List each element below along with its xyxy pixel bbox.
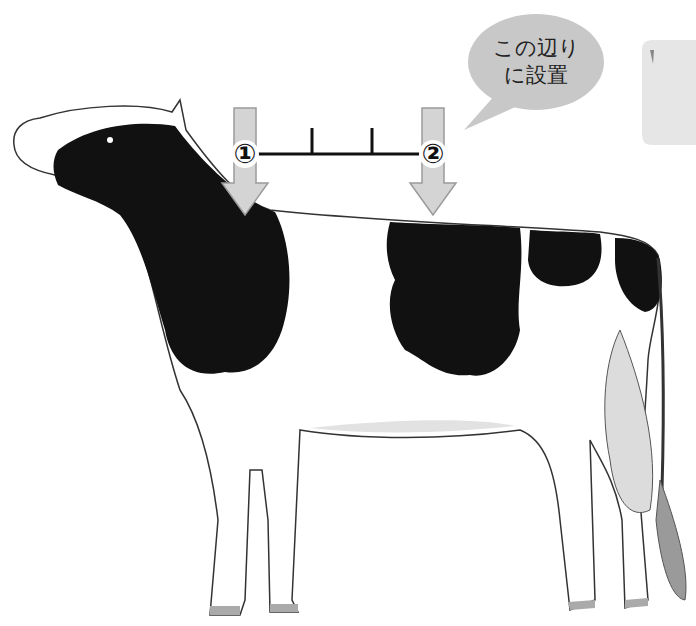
cow-body bbox=[14, 100, 660, 615]
flank-patch bbox=[387, 222, 522, 376]
hoof bbox=[568, 600, 595, 610]
rump-patch bbox=[615, 238, 662, 312]
speech-bubble: この辺り に設置 bbox=[468, 14, 604, 110]
tail-tuft bbox=[656, 480, 686, 600]
hoof bbox=[210, 606, 240, 615]
bubble-body bbox=[468, 14, 604, 110]
udder bbox=[605, 330, 653, 513]
hip-patch bbox=[528, 230, 602, 286]
hoof bbox=[270, 604, 298, 612]
side-panel bbox=[642, 40, 696, 145]
callout-number: ② bbox=[416, 139, 450, 169]
hoof bbox=[625, 598, 648, 608]
position-arrow bbox=[222, 108, 268, 215]
position-arrow bbox=[410, 108, 456, 215]
bubble-outline bbox=[468, 14, 604, 110]
shoulder-patch bbox=[54, 124, 290, 374]
panel-mark bbox=[650, 50, 654, 64]
callout-number: ① bbox=[228, 139, 262, 169]
bubble-text: この辺り に設置 bbox=[486, 35, 586, 89]
belly-shade bbox=[310, 420, 515, 432]
cow-eye bbox=[107, 137, 113, 143]
scale-line bbox=[258, 128, 420, 154]
tail bbox=[658, 258, 663, 490]
